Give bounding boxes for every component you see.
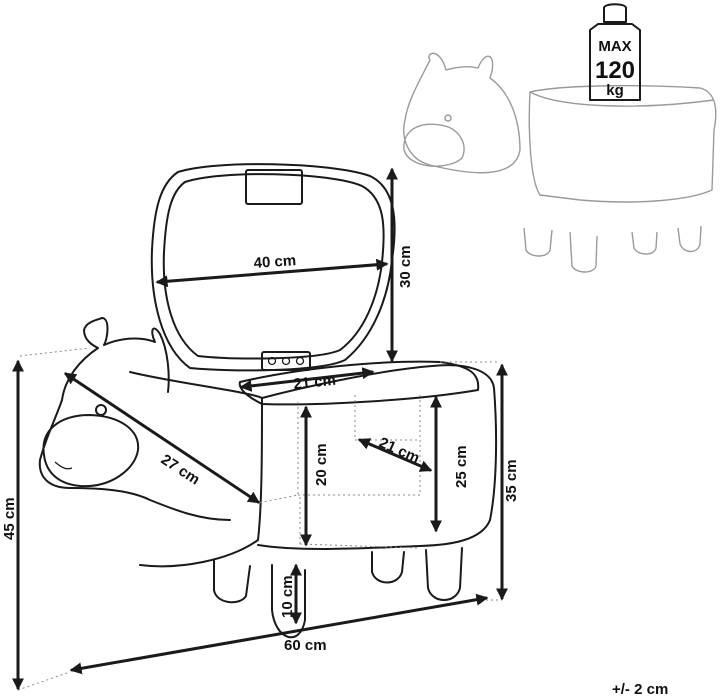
- badge-unit: kg: [606, 82, 624, 99]
- dimension-lines: [11, 167, 508, 691]
- dim-line-storage-depth: [357, 438, 433, 472]
- dim-line-storage-width: [239, 367, 375, 392]
- label-lid-width: 40 cm: [253, 252, 297, 272]
- dimension-labels: 40 cm 30 cm 21 cm 21 cm 20 cm 25 cm 35 c…: [1, 245, 668, 698]
- label-inner-height: 25 cm: [453, 445, 470, 488]
- badge-weight-value: 120: [595, 57, 635, 84]
- label-diagonal: 27 cm: [158, 451, 203, 488]
- label-lid-height: 30 cm: [397, 245, 414, 288]
- label-total-length: 60 cm: [284, 637, 327, 654]
- reference-stool-illustration: [403, 52, 717, 273]
- dim-line-diagonal: [64, 372, 260, 504]
- label-leg-height: 10 cm: [279, 575, 296, 618]
- label-storage-height: 20 cm: [313, 443, 330, 486]
- dim-line-lid-width: [155, 258, 389, 288]
- label-total-height: 45 cm: [1, 497, 18, 540]
- label-storage-depth: 21 cm: [376, 434, 422, 467]
- hinge: [261, 351, 311, 371]
- label-body-height: 35 cm: [503, 459, 520, 502]
- tolerance-note: +/- 2 cm: [612, 681, 668, 698]
- badge-max-text: MAX: [598, 38, 631, 55]
- lid-handle: [245, 169, 303, 205]
- label-storage-width: 21 cm: [293, 372, 337, 393]
- dim-line-total-length: [69, 593, 489, 675]
- max-weight-badge: MAX 120 kg: [589, 3, 641, 101]
- stool-body: [38, 317, 498, 639]
